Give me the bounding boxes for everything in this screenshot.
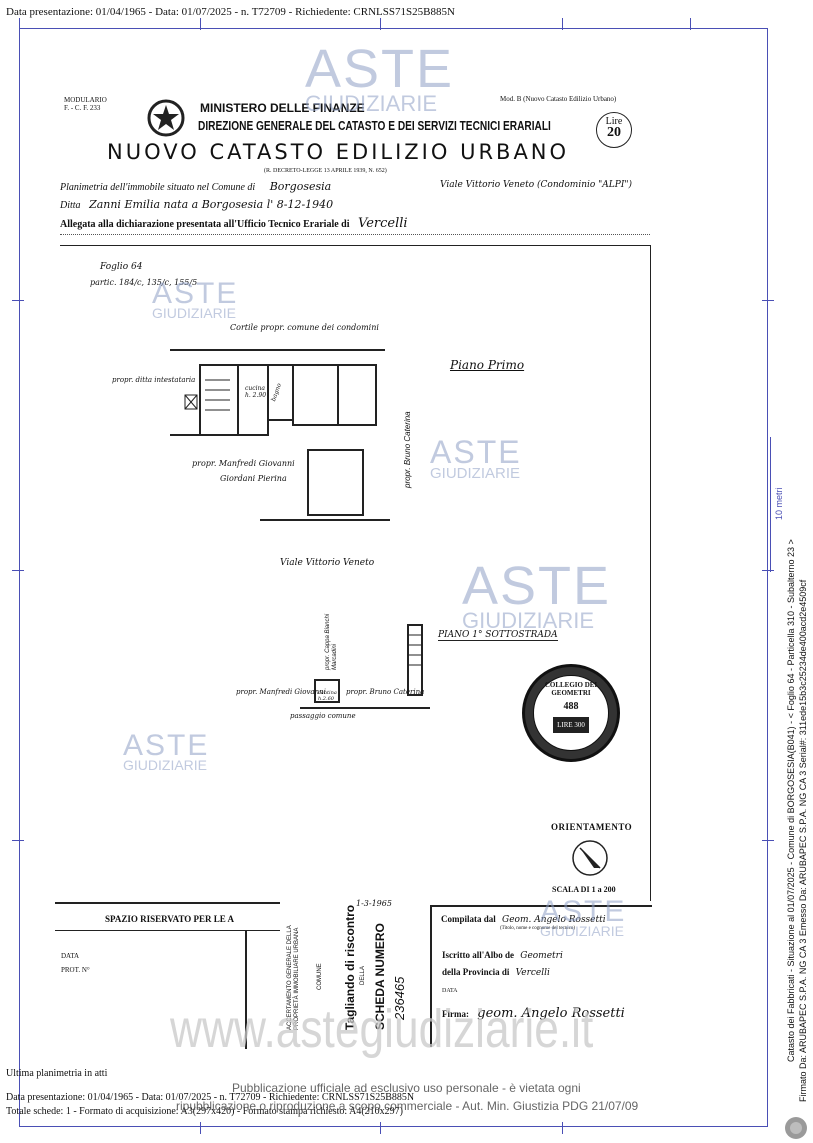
particelle: partic. 184/c, 135/c, 155/5 [90,278,198,287]
cortile-label: Cortile propr. comune dei condomini [230,323,379,332]
line-ditta: Ditta Zanni Emilia nata a Borgosesia l' … [60,198,334,211]
spazio-riservato: SPAZIO RISERVATO PER LE A DATA PROT. N° [55,902,280,1049]
ministry: MINISTERO DELLE FINANZE [200,101,365,115]
frame-tick [562,18,563,30]
frame-tick [762,300,774,301]
piano-primo: Piano Primo [450,358,525,372]
scale-bar [770,437,771,572]
divider [60,234,650,235]
line-comune: Planimetria dell'immobile situato nel Co… [60,180,332,193]
seal-icon [785,1117,807,1139]
header-line: Data presentazione: 01/04/1965 - Data: 0… [6,6,455,18]
piano-sottostrada: PIANO 1° SOTTOSTRADA [438,630,558,641]
cucina-label: cucina h. 2.90 [245,385,267,399]
lire-stamp: Lire 20 [596,112,632,148]
titolo-note: (Titolo, nome e cognome del tecnico) [500,926,576,931]
foglio: Foglio 64 [100,262,143,272]
propr-manfredi-2: propr. Manfredi Giovanni [236,688,326,696]
propr-bruno-2: propr. Bruno Caterina [346,688,425,696]
mod-b: Mod. B (Nuovo Catasto Edilizio Urbano) [500,95,617,103]
page-title: NUOVO CATASTO EDILIZIO URBANO [107,140,570,164]
propr-manfredi: propr. Manfredi Giovanni [192,459,295,468]
firmato-side: Firmato Da: ARUBAPEC S.P.A. NG CA 3 Emes… [798,579,808,1102]
propr-bruno: propr. Bruno Caterina [403,411,412,488]
compass-icon [572,840,608,876]
site-watermark: www.astegiudiziarie.it [170,999,594,1059]
plan-area [60,245,651,901]
scale-label: 10 metri [774,487,784,520]
catasto-side: Catasto dei Fabbricati - Situazione al 0… [786,539,796,1062]
scala: SCALA DI 1 a 200 [552,885,616,894]
passaggio: passaggio comune [290,712,356,720]
frame-tick [19,18,20,30]
floor-plan-sottostrada [300,624,430,709]
date-hand: 1-3-1965 [356,899,392,908]
frame-tick [200,1122,201,1134]
provincia-line: della Provincia di Vercelli [442,967,550,978]
decree: (R. DECRETO-LEGGE 13 APRILE 1939, N. 652… [264,168,387,174]
frame-tick [690,18,691,30]
bottom-line1: Data presentazione: 01/04/1965 - Data: 0… [6,1092,415,1103]
line-ufficio: Allegata alla dichiarazione presentata a… [60,216,408,231]
geometri-stamp: COLLEGIO DEI GEOMETRI 488 LIRE 300 [522,664,620,762]
iscritto-line: Iscritto all'Albo de Geometri [442,950,563,961]
ultima-planimetria: Ultima planimetria in atti [6,1068,108,1079]
propr-cappa: propr. Cappa Bianchi Marcadini [325,613,338,670]
orientamento: ORIENTAMENTO [551,822,633,832]
data-label: DATA [442,988,458,994]
frame-tick [12,300,24,301]
frame-tick [200,18,201,30]
compilata-line: Compilata dal Geom. Angelo Rossetti [441,914,606,925]
emblem-icon [147,99,185,137]
viale-label: Viale Vittorio Veneto [280,558,375,568]
propr-ditta: propr. ditta intestataria [112,376,196,384]
frame-tick [380,1122,381,1134]
firma-line: Firma: geom. Angelo Rossetti [442,1006,625,1021]
direction: DIREZIONE GENERALE DEL CATASTO E DEI SER… [198,118,551,133]
frame-tick [562,1122,563,1134]
pub-line2: ripubblicazione o riproduzione a scopo c… [176,1099,639,1113]
frame-tick [762,570,774,571]
giordani: Giordani Pierina [220,474,287,483]
bottom-line2: Totale schede: 1 - Formato di acquisizio… [6,1106,403,1117]
frame-tick [12,570,24,571]
della: DELLA [360,965,366,985]
page-frame [19,28,768,1127]
street: Viale Vittorio Veneto (Condominio "ALPI"… [440,180,633,190]
frame-tick [762,840,774,841]
comune-label: COMUNE [317,963,323,990]
frame-tick [12,840,24,841]
compilata-box [430,905,652,1047]
cantina-label: cantina h.2.60 [318,690,337,702]
frame-tick [380,18,381,30]
pub-line1: Pubblicazione ufficiale ad esclusivo uso… [232,1081,581,1095]
floor-plan-primo [170,349,390,521]
